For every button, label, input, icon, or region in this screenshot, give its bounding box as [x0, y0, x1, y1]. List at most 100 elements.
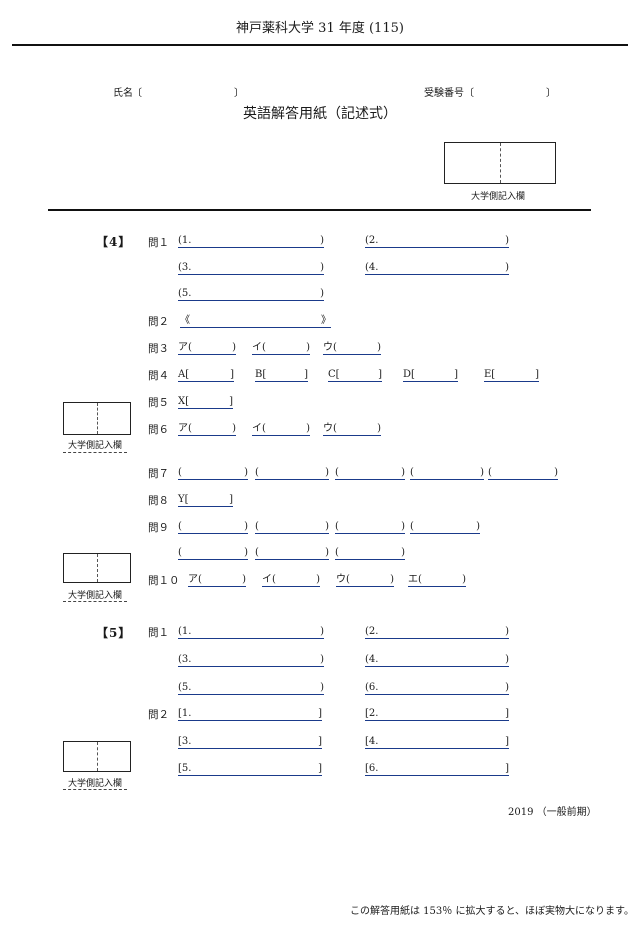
section-4-label: 【4】	[96, 235, 132, 249]
s4-q1-blank-4[interactable]: (4.)	[365, 261, 509, 275]
s4-q4-blank-5-underline	[484, 381, 539, 382]
s4-q1-blank-5-underline	[178, 300, 324, 301]
s5-q2-blank-4[interactable]: [4.]	[365, 735, 509, 749]
university-use-caption-s4a: 大学側記入欄	[68, 441, 123, 451]
s4-q9-blank-6-open: (	[255, 547, 259, 558]
s4-q9-blank-3[interactable]: ()	[335, 520, 405, 534]
s4-q10-blank-3[interactable]: ウ()	[336, 573, 394, 587]
s4-q4-blank-1-open: A[	[178, 369, 190, 380]
s4-q4-blank-2[interactable]: B[]	[255, 368, 308, 382]
s5-q2-blank-2[interactable]: [2.]	[365, 707, 509, 721]
s4-q5-blank-open: X[	[178, 396, 190, 407]
s5-q1-blank-2[interactable]: (2.)	[365, 625, 509, 639]
s4-q3-blank-1-close: )	[232, 342, 236, 353]
s4-q3-blank-1-open: ア(	[178, 342, 192, 353]
s4-q7-blank-4-close: )	[480, 467, 484, 478]
s5-q1-blank-6[interactable]: (6.)	[365, 681, 509, 695]
s4-q9-blank-2[interactable]: ()	[255, 520, 329, 534]
s4-q6-blank-2-underline	[252, 435, 310, 436]
s4-q1-blank-2-open: (2.	[365, 235, 379, 246]
caption-dash-s5	[63, 789, 127, 790]
s4-q2-blank[interactable]: 《》	[180, 314, 331, 328]
s4-q7-blank-4[interactable]: ()	[410, 466, 484, 480]
s4-q7-blank-2-underline	[255, 479, 329, 480]
s5-q1-blank-4[interactable]: (4.)	[365, 653, 509, 667]
s4-q1-blank-5[interactable]: (5.)	[178, 287, 324, 301]
s4-q4-blank-5[interactable]: E[]	[484, 368, 539, 382]
s4-q9-blank-5[interactable]: ()	[178, 546, 248, 560]
s4-q9-blank-2-close: )	[325, 521, 329, 532]
s4-q9-blank-4[interactable]: ()	[410, 520, 480, 534]
s4-q9-blank-2-underline	[255, 533, 329, 534]
s4-q1-blank-3-underline	[178, 274, 324, 275]
s4-q1-blank-1-close: )	[320, 235, 324, 246]
s4-q7-blank-5-underline	[488, 479, 558, 480]
s4-q7-blank-5-open: (	[488, 467, 492, 478]
s4-q7-blank-5[interactable]: ()	[488, 466, 558, 480]
s4-q3-blank-1[interactable]: ア()	[178, 341, 236, 355]
s5-q1-blank-1[interactable]: (1.)	[178, 625, 324, 639]
s4-q7-blank-3-close: )	[401, 467, 405, 478]
s4-q1-blank-3-close: )	[320, 262, 324, 273]
s4-q6-blank-1-close: )	[232, 423, 236, 434]
s5-q2-blank-3[interactable]: [3.]	[178, 735, 322, 749]
s5-q2-blank-1-open: [1.	[178, 708, 192, 719]
s4-q8-blank-open: Y[	[178, 494, 189, 505]
s5-q1-blank-2-close: )	[505, 626, 509, 637]
s4-q10-blank-4[interactable]: エ()	[408, 573, 466, 587]
s5-q2-blank-1[interactable]: [1.]	[178, 707, 322, 721]
s5-q2-blank-5-underline	[178, 775, 322, 776]
s4-q9-blank-4-underline	[410, 533, 480, 534]
university-use-box-top	[444, 142, 556, 184]
s4-q5-blank[interactable]: X[]	[178, 395, 233, 409]
s4-q10-blank-1[interactable]: ア()	[188, 573, 246, 587]
s4-q9-label: 問９	[148, 522, 169, 534]
s4-q1-label: 問１	[148, 237, 169, 249]
name-bracket-close: 〕	[234, 88, 244, 99]
s4-q9-blank-6[interactable]: ()	[255, 546, 329, 560]
header-rule	[12, 44, 628, 46]
s5-q2-blank-6[interactable]: [6.]	[365, 762, 509, 776]
s4-q1-blank-1[interactable]: (1.)	[178, 234, 324, 248]
s4-q3-blank-2[interactable]: イ()	[252, 341, 310, 355]
s4-q8-blank[interactable]: Y[]	[178, 493, 233, 507]
section-5-label: 【5】	[96, 626, 132, 640]
s4-q1-blank-5-open: (5.	[178, 288, 192, 299]
s4-q1-blank-3[interactable]: (3.)	[178, 261, 324, 275]
s4-q9-blank-1[interactable]: ()	[178, 520, 248, 534]
s4-q9-blank-2-open: (	[255, 521, 259, 532]
s4-q7-blank-4-underline	[410, 479, 484, 480]
s4-q7-blank-3[interactable]: ()	[335, 466, 405, 480]
s4-q1-blank-2[interactable]: (2.)	[365, 234, 509, 248]
s4-q1-blank-5-close: )	[320, 288, 324, 299]
s4-q4-blank-2-open: B[	[255, 369, 267, 380]
university-use-box-s4b	[63, 553, 131, 583]
s4-q7-blank-1-underline	[178, 479, 248, 480]
s4-q4-blank-1[interactable]: A[]	[178, 368, 234, 382]
exam-bracket-open: 〔	[464, 88, 474, 99]
s5-q2-blank-5[interactable]: [5.]	[178, 762, 322, 776]
s4-q3-blank-3[interactable]: ウ()	[323, 341, 381, 355]
s4-q4-blank-3[interactable]: C[]	[328, 368, 382, 382]
s4-q9-blank-7[interactable]: ()	[335, 546, 405, 560]
s5-q2-blank-4-open: [4.	[365, 736, 379, 747]
s4-q7-blank-2-open: (	[255, 467, 259, 478]
s4-q9-blank-3-underline	[335, 533, 405, 534]
s4-q10-blank-2[interactable]: イ()	[262, 573, 320, 587]
s4-q4-blank-4-close: ]	[454, 369, 458, 380]
s4-q6-blank-3[interactable]: ウ()	[323, 422, 381, 436]
s4-q3-blank-1-underline	[178, 354, 236, 355]
s4-q4-blank-4[interactable]: D[]	[403, 368, 458, 382]
s5-q1-blank-3[interactable]: (3.)	[178, 653, 324, 667]
s4-q9-blank-1-open: (	[178, 521, 182, 532]
s4-q10-blank-1-close: )	[242, 574, 246, 585]
s4-q6-blank-1[interactable]: ア()	[178, 422, 236, 436]
sheet-title: 英語解答用紙（記述式）	[243, 106, 397, 122]
s4-q7-blank-2[interactable]: ()	[255, 466, 329, 480]
s4-q6-blank-2[interactable]: イ()	[252, 422, 310, 436]
s4-q5-label: 問５	[148, 397, 169, 409]
s5-q1-blank-5[interactable]: (5.)	[178, 681, 324, 695]
s4-q7-blank-1[interactable]: ()	[178, 466, 248, 480]
s4-q7-blank-2-close: )	[325, 467, 329, 478]
name-label: 氏名	[113, 88, 133, 99]
